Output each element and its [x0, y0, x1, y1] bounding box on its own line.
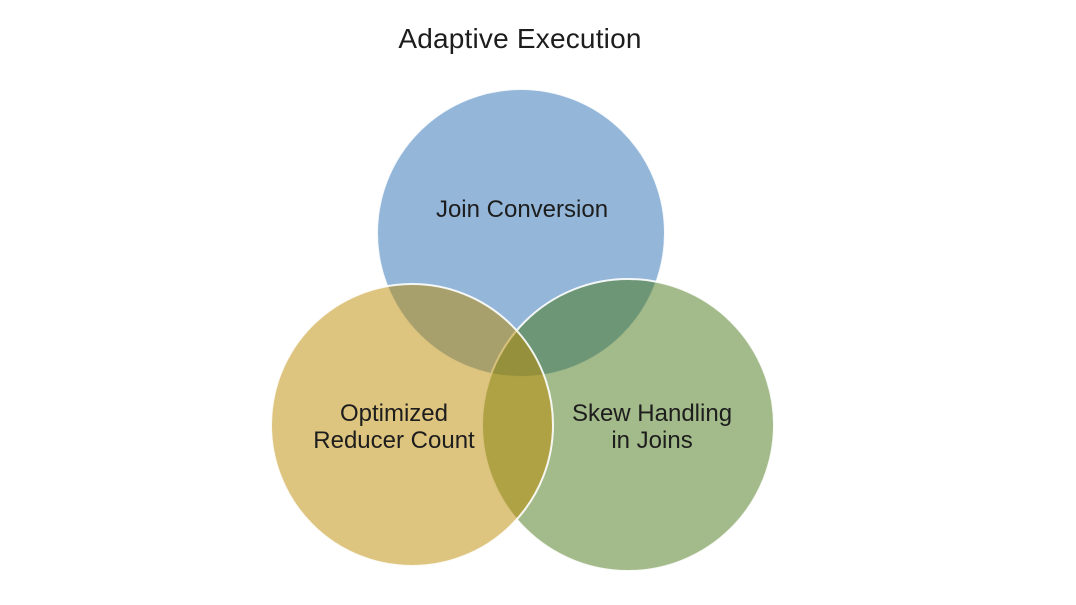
slide-title: Adaptive Execution: [398, 23, 641, 54]
label-optimized-reducer-count-line1: Optimized: [340, 400, 448, 427]
label-skew-handling-line1: Skew Handling: [572, 400, 732, 427]
venn-circle-optimized-reducer-count: [270, 283, 554, 567]
label-optimized-reducer-count-line2: Reducer Count: [313, 427, 475, 454]
label-join-conversion: Join Conversion: [436, 196, 608, 223]
label-skew-handling-line2: in Joins: [611, 427, 692, 454]
